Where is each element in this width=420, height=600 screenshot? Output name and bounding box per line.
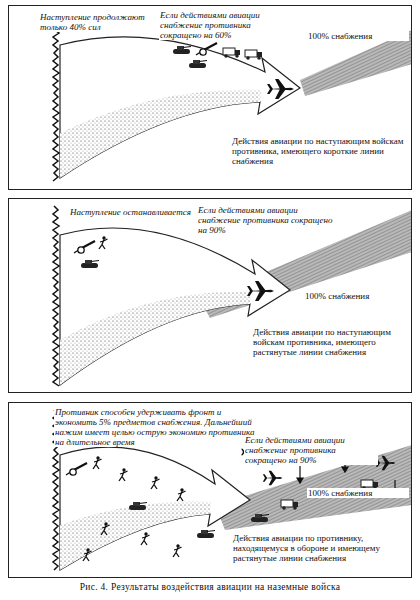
panel-frame: Наступление продолжают только 40% сил Есл… [8, 5, 412, 190]
panel-frame: Наступление останавливаетсяЕсли действия… [8, 198, 412, 393]
note-text: Если действиями авиации снабжение против… [244, 435, 378, 465]
note-text: Если действиями авиации снабжение против… [197, 205, 339, 235]
troops-icons [74, 236, 108, 268]
note-text: Если действиями авиации снабжение против… [159, 10, 293, 40]
curved-arrow [60, 447, 250, 570]
arrow-stipple [60, 292, 251, 385]
aircraft [247, 281, 274, 301]
supply-band [300, 30, 412, 96]
panel-description: Действия авиации по наступающим войскам … [231, 136, 409, 166]
panel-description: Действия авиации по наступающим войскам … [252, 327, 409, 357]
supply-label: 100% снабжения [304, 291, 406, 301]
figure-caption: Рис. 4. Результаты воздействия авиации н… [4, 582, 416, 592]
aircraft [267, 79, 294, 99]
panel-frame: Противник способен удерживать фронт и эк… [8, 402, 412, 578]
note-text: Наступление продолжают только 40% сил [39, 12, 153, 32]
supply-label: 100% снабжения [307, 488, 409, 498]
troops-icons [173, 43, 262, 68]
supply-label: 100% снабжения [307, 31, 409, 41]
curved-arrow [60, 228, 290, 385]
front-line [53, 13, 59, 181]
front-line [53, 206, 59, 386]
note-text: Противник способен удерживать фронт и эк… [54, 407, 256, 447]
arrow-stipple [60, 501, 211, 570]
panel-description: Действия авиации по противнику, находяще… [232, 533, 409, 563]
